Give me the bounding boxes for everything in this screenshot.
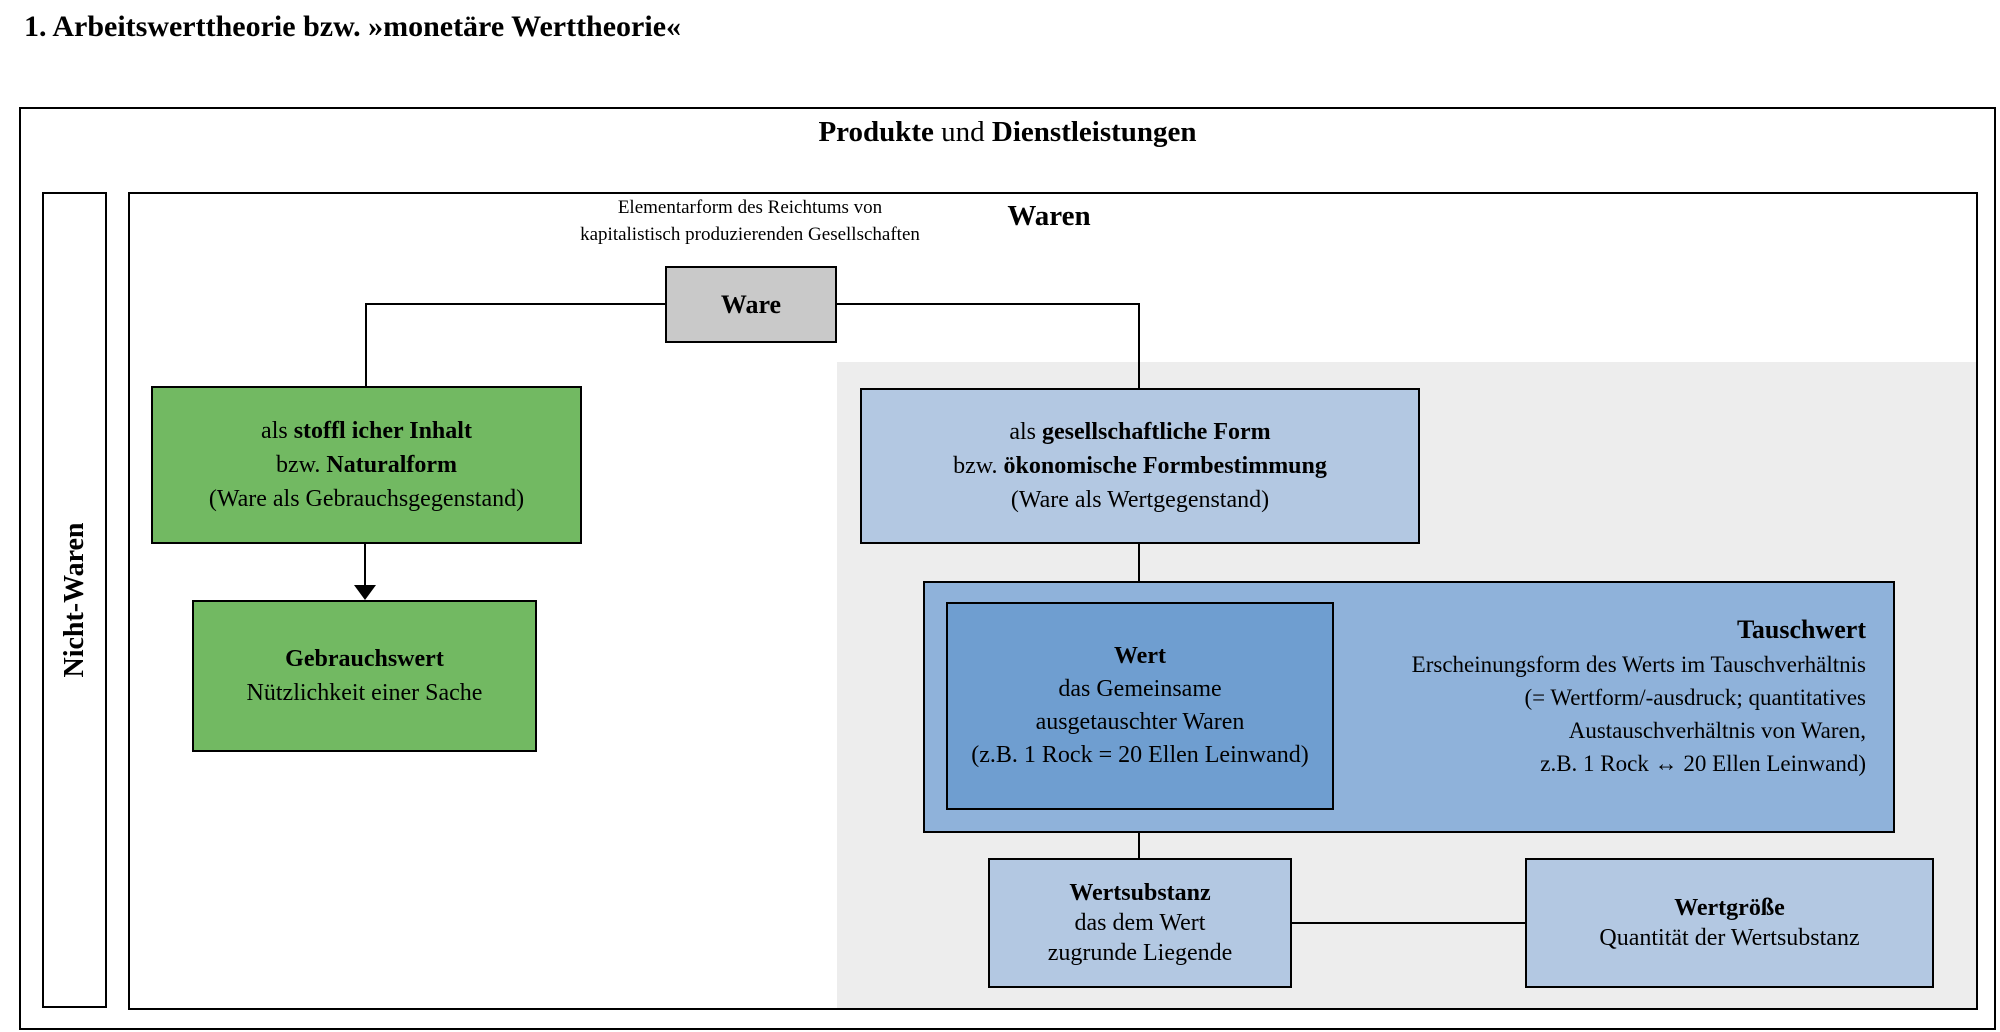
gesellschaftliche-form-line2: bzw. ökonomische Formbestimmung bbox=[953, 449, 1327, 483]
connector-left-down bbox=[365, 303, 367, 386]
line1-bold: gesellschaftliche Form bbox=[1042, 419, 1271, 445]
line1-pre: als bbox=[1009, 419, 1043, 445]
tauschwert-line2: (= Wertform/-ausdruck; quantitatives bbox=[1524, 685, 1866, 710]
wert-line2: ausgetauschter Waren bbox=[1035, 709, 1245, 735]
stofflicher-inhalt-line2: bzw. Naturalform bbox=[276, 448, 457, 482]
wert-line3: (z.B. 1 Rock = 20 Ellen Leinwand) bbox=[971, 742, 1309, 768]
wertgroesse-line1: Quantität der Wertsubstanz bbox=[1599, 925, 1860, 951]
tauschwert-line3: Austauschverhältnis von Waren, bbox=[1568, 718, 1866, 743]
frame-heading-dienstleistungen: Dienstleistungen bbox=[991, 116, 1197, 148]
frame-heading: Produkte und Dienstleistungen bbox=[19, 116, 1996, 149]
wertgroesse-node: Wertgröße Quantität der Wertsubstanz bbox=[1525, 858, 1934, 988]
nicht-waren-label: Nicht-Waren bbox=[58, 522, 90, 678]
tauschwert-line4: z.B. 1 Rock ↔ 20 Ellen Leinwand) bbox=[1540, 751, 1866, 776]
tauschwert-title: Tauschwert bbox=[1736, 615, 1866, 644]
wert-line1: das Gemeinsame bbox=[1058, 676, 1222, 702]
stofflicher-inhalt-line3: (Ware als Gebrauchsgegenstand) bbox=[208, 486, 525, 512]
annotation-line-2: kapitalistisch produzierenden Gesellscha… bbox=[580, 224, 920, 245]
line1-bold: stoffl icher Inhalt bbox=[293, 418, 472, 444]
frame-heading-produkte: Produkte bbox=[818, 116, 934, 148]
stofflicher-inhalt-node: als stoffl icher Inhalt bzw. Naturalform… bbox=[151, 386, 582, 544]
tauschwert-text: Tauschwert Erscheinungsform des Werts im… bbox=[1250, 612, 1866, 780]
page-title: 1. Arbeitswerttheorie bzw. »monetäre Wer… bbox=[24, 10, 682, 43]
wert-node: Wert das Gemeinsame ausgetauschter Waren… bbox=[946, 602, 1334, 810]
produkte-dienstleistungen-frame bbox=[19, 107, 1996, 1030]
connector-wertsubstanz-to-wertgroesse bbox=[1292, 922, 1525, 924]
wertsubstanz-line1: das dem Wert bbox=[1074, 910, 1206, 936]
gesellschaftliche-form-line3: (Ware als Wertgegenstand) bbox=[1010, 487, 1270, 513]
connector-right-down bbox=[1138, 303, 1140, 388]
connector-ware-to-left bbox=[365, 303, 665, 305]
line2-pre: bzw. bbox=[275, 452, 327, 478]
arrow-stem-gebrauchswert bbox=[364, 544, 366, 586]
line2-bold: ökonomische Formbestimmung bbox=[1003, 453, 1327, 479]
wert-title: Wert bbox=[1114, 643, 1166, 669]
waren-annotation: Elementarform des Reichtums von kapitali… bbox=[540, 194, 960, 248]
ware-node-label: Ware bbox=[720, 289, 782, 319]
connector-wert-to-wertsubstanz bbox=[1138, 810, 1140, 858]
gebrauchswert-title: Gebrauchswert bbox=[285, 646, 444, 672]
wertsubstanz-title: Wertsubstanz bbox=[1069, 880, 1211, 906]
wertsubstanz-line2: zugrunde Liegende bbox=[1047, 940, 1233, 966]
tauschwert-line1: Erscheinungsform des Werts im Tauschverh… bbox=[1411, 652, 1866, 677]
stofflicher-inhalt-line1: als stoffl icher Inhalt bbox=[261, 414, 472, 448]
arrow-stem-wert bbox=[1138, 544, 1140, 587]
arrowhead-gebrauchswert bbox=[354, 585, 376, 600]
gesellschaftliche-form-line1: als gesellschaftliche Form bbox=[1009, 415, 1270, 449]
waren-heading: Waren bbox=[1007, 200, 1091, 232]
line1-pre: als bbox=[261, 418, 294, 444]
waren-frame bbox=[128, 192, 1978, 1010]
line2-bold: Naturalform bbox=[326, 452, 458, 478]
annotation-line-1: Elementarform des Reichtums von bbox=[617, 197, 883, 218]
connector-ware-to-right bbox=[837, 303, 1140, 305]
wertgroesse-title: Wertgröße bbox=[1674, 895, 1785, 921]
frame-heading-und: und bbox=[933, 116, 992, 148]
gebrauchswert-body: Nützlichkeit einer Sache bbox=[246, 680, 483, 706]
line2-pre: bzw. bbox=[953, 453, 1004, 479]
ware-node: Ware bbox=[665, 266, 837, 343]
gebrauchswert-node: Gebrauchswert Nützlichkeit einer Sache bbox=[192, 600, 537, 752]
wertsubstanz-node: Wertsubstanz das dem Wert zugrunde Liege… bbox=[988, 858, 1292, 988]
nicht-waren-column: Nicht-Waren bbox=[42, 192, 107, 1008]
gesellschaftliche-form-node: als gesellschaftliche Form bzw. ökonomis… bbox=[860, 388, 1420, 544]
